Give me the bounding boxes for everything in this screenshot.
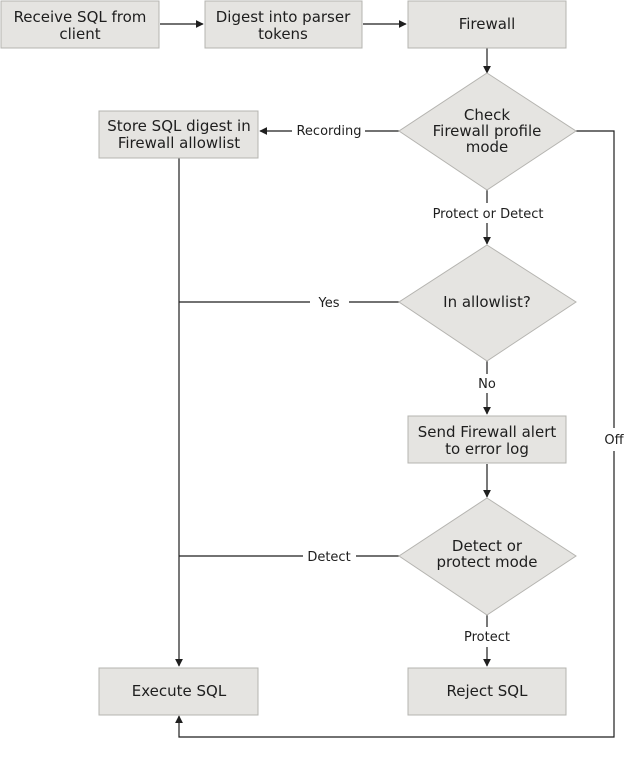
node-reject-sql: Reject SQL (407, 667, 567, 716)
node-detect-or-protect: Detect or protect mode (398, 497, 577, 616)
edge-label-yes: Yes (318, 296, 340, 311)
edge-label-protect-or-detect: Protect or Detect (433, 207, 544, 222)
edge-label-off: Off (604, 433, 624, 448)
node-execute-sql: Execute SQL (98, 667, 259, 716)
node-check-mode-line2: Firewall profile (433, 122, 542, 140)
node-in-allowlist: In allowlist? (398, 244, 577, 362)
node-check-mode: Check Firewall profile mode (398, 72, 577, 191)
node-receive-sql-line1: Receive SQL from (14, 8, 147, 26)
edge-labels: Recording Protect or Detect Off Yes No D… (296, 124, 624, 645)
node-digest-line2: tokens (258, 25, 308, 43)
connectors (160, 20, 615, 738)
edge-check-off-b (175, 451, 615, 738)
node-firewall: Firewall (407, 0, 567, 49)
node-firewall-label: Firewall (459, 15, 516, 33)
node-in-allowlist-label: In allowlist? (443, 293, 531, 311)
node-send-alert-line1: Send Firewall alert (418, 423, 557, 441)
node-execute-sql-label: Execute SQL (132, 682, 227, 700)
node-detect-or-protect-line1: Detect or (452, 537, 523, 555)
node-digest: Digest into parser tokens (204, 0, 363, 49)
node-digest-line1: Digest into parser (216, 8, 351, 26)
node-receive-sql-line2: client (59, 25, 100, 43)
node-check-mode-line1: Check (464, 106, 510, 124)
edge-label-detect: Detect (307, 550, 350, 565)
node-send-alert: Send Firewall alert to error log (407, 415, 567, 464)
node-store-digest-line2: Firewall allowlist (118, 134, 240, 152)
node-store-digest-line1: Store SQL digest in (107, 117, 250, 135)
node-receive-sql: Receive SQL from client (0, 0, 160, 49)
edge-label-no: No (478, 377, 496, 392)
node-check-mode-line3: mode (466, 138, 509, 156)
node-send-alert-line2: to error log (445, 440, 529, 458)
edge-check-off-a (576, 130, 615, 428)
node-reject-sql-label: Reject SQL (447, 682, 529, 700)
node-store-digest: Store SQL digest in Firewall allowlist (98, 110, 259, 159)
edge-label-recording: Recording (296, 124, 361, 139)
edge-label-protect: Protect (464, 630, 510, 645)
node-detect-or-protect-line2: protect mode (436, 553, 537, 571)
